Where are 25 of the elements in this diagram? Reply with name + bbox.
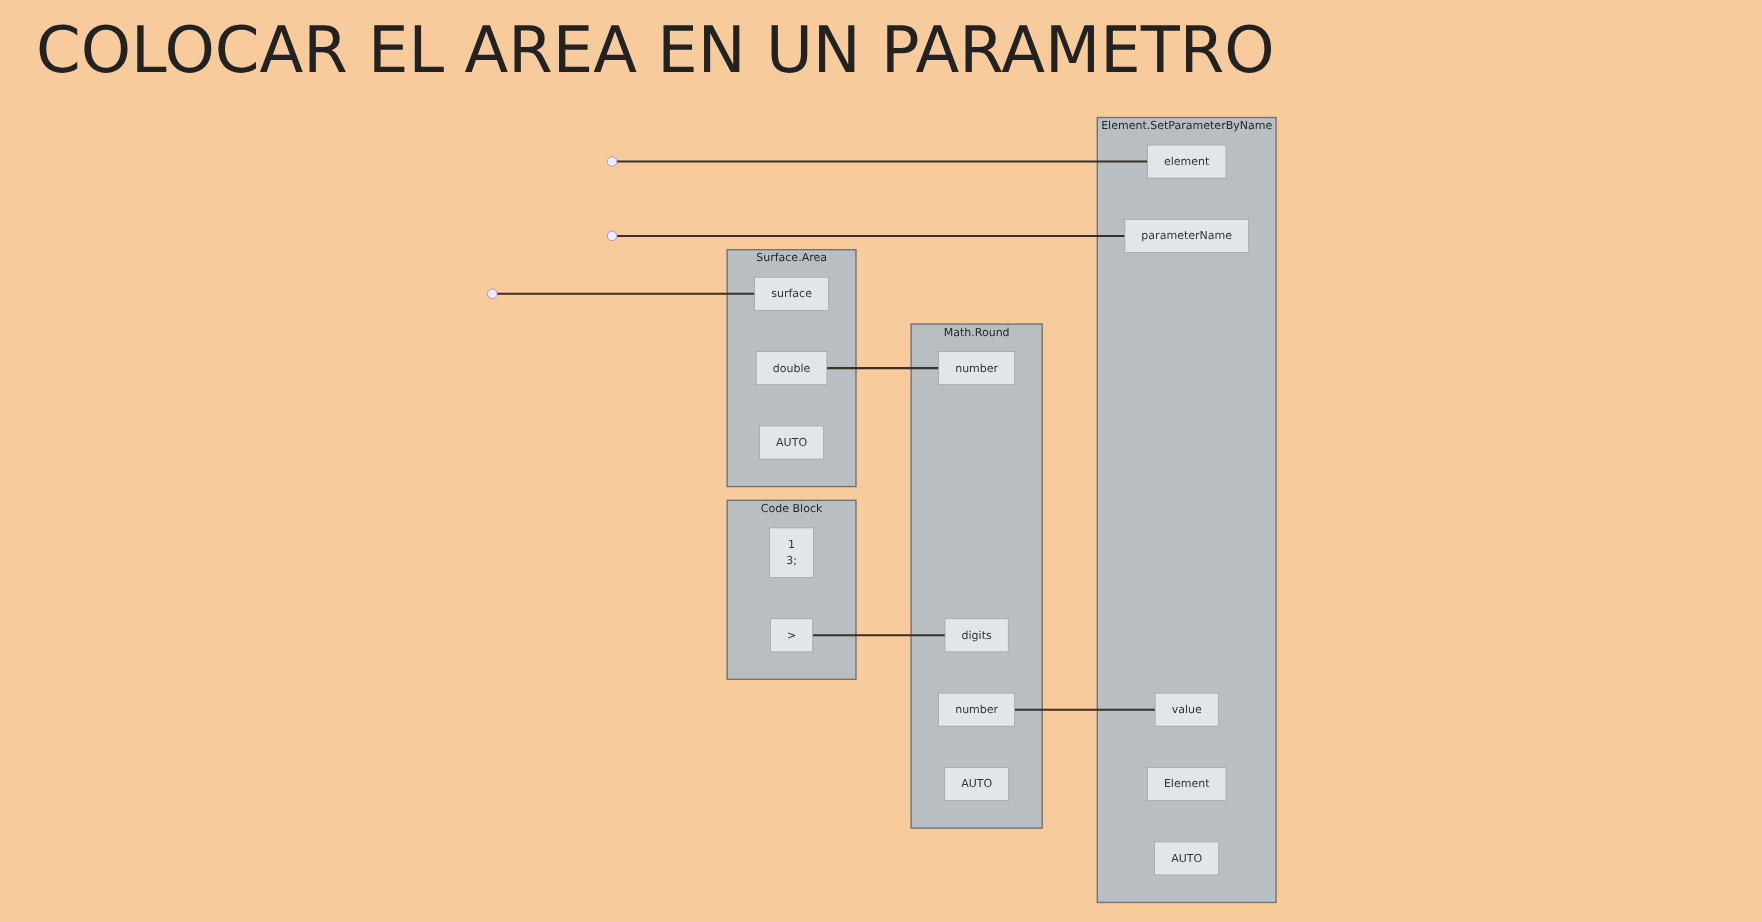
node-box [768,527,813,578]
node-box [943,767,1009,801]
node-box [1146,144,1226,179]
cluster [909,323,1043,829]
connector [1013,708,1155,711]
node-box [1153,841,1219,876]
node-box [758,425,824,460]
node-box [1123,219,1249,253]
connector [616,234,1125,237]
connector [826,367,938,370]
node-box [1146,767,1226,801]
node-box [937,351,1015,385]
node-box [943,618,1008,653]
node-box [1153,692,1218,727]
node-box [753,276,828,311]
node-box [937,692,1015,727]
node-box [769,618,813,653]
node-box [755,351,827,385]
connector [496,292,754,295]
cluster [725,499,856,681]
connector [616,160,1147,163]
cluster [1095,116,1276,904]
connector [811,634,945,637]
diagram-title: COLOCAR EL AREA EN UN PARAMETRO [36,12,1275,88]
cluster [725,249,856,488]
